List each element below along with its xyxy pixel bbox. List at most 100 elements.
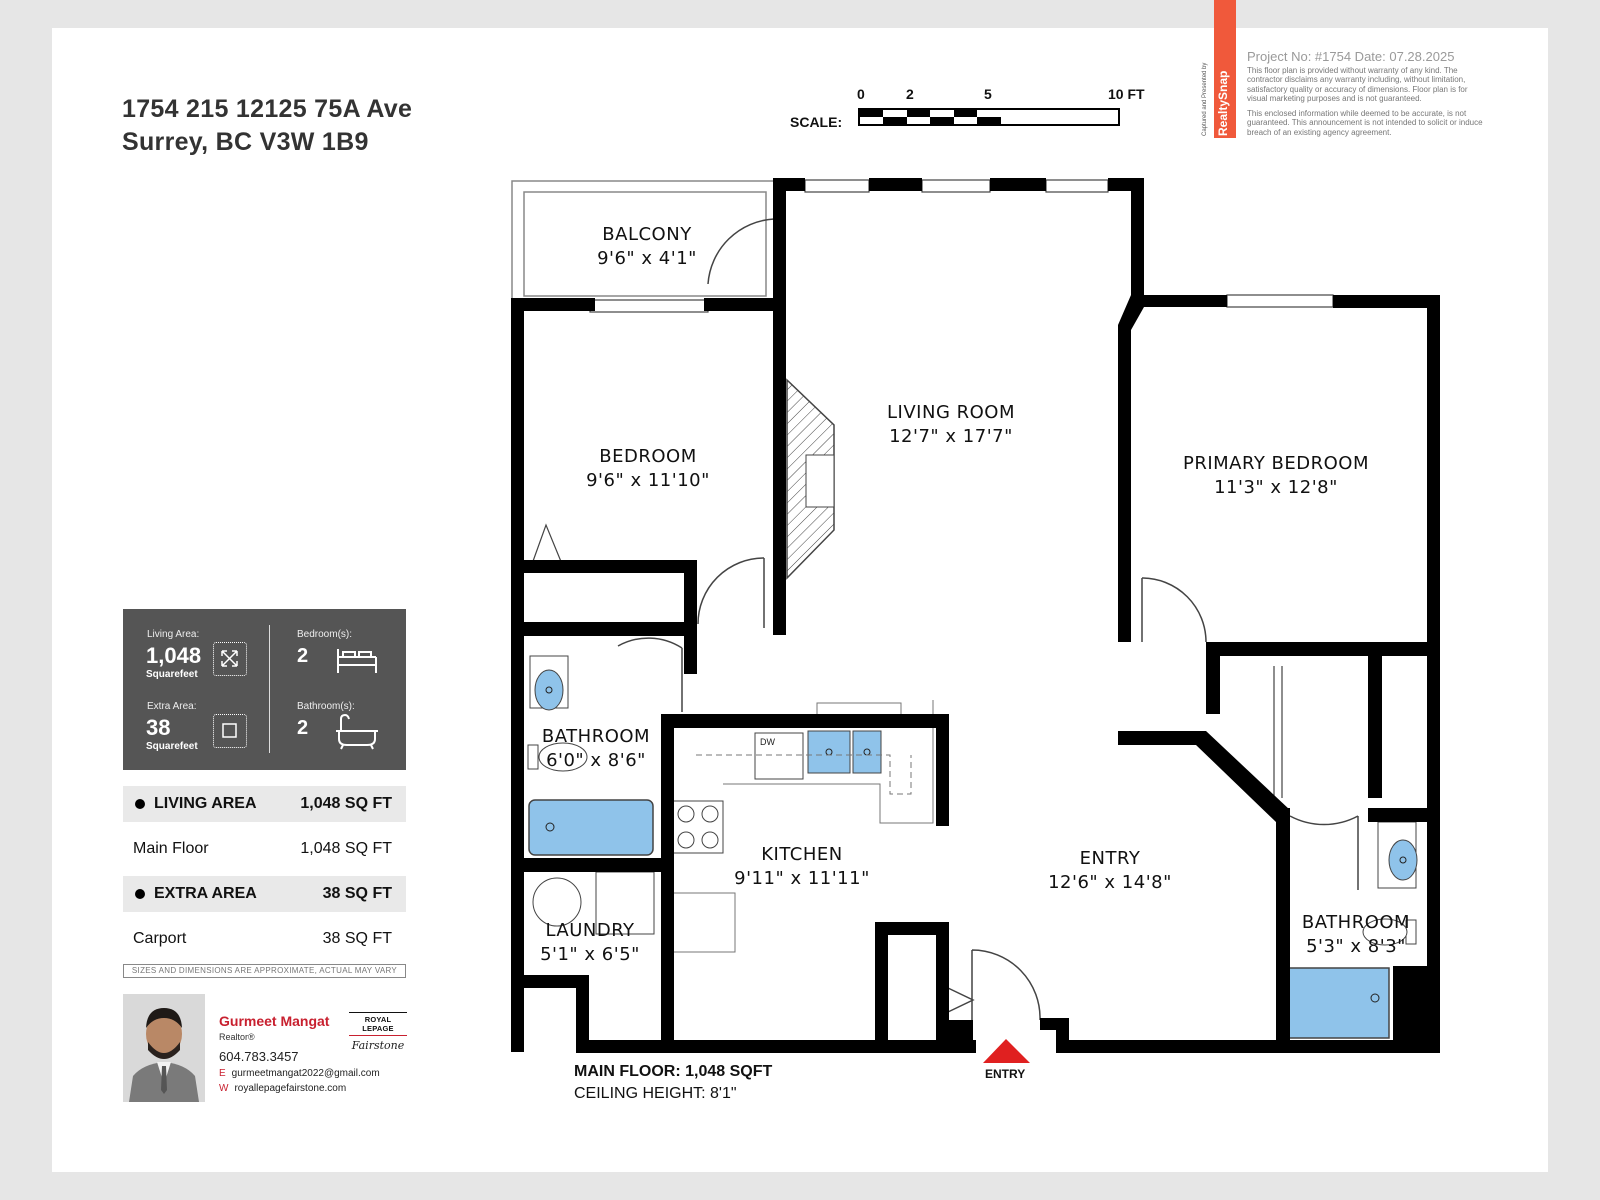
fireplace xyxy=(786,378,835,580)
living-area-total: 1,048 SQ FT xyxy=(300,795,392,812)
brokerage-office: Fairstone xyxy=(351,1039,405,1052)
scale-label: SCALE: xyxy=(790,114,843,130)
living-area-value: 1,048 xyxy=(146,643,202,668)
main-floor-summary: MAIN FLOOR: 1,048 SQFT xyxy=(574,1063,773,1080)
main-floor-row: Main Floor 1,048 SQ FT xyxy=(123,822,406,876)
disclaimer-text-1: This floor plan is provided without warr… xyxy=(1247,65,1468,104)
dishwasher-label: DW xyxy=(760,737,775,747)
stats-divider xyxy=(269,625,270,753)
walls xyxy=(511,178,1440,1053)
room-bedroom-dims: 9'6" x 11'10" xyxy=(586,470,710,491)
brokerage-logo: ROYAL LEPAGE Fairstone xyxy=(349,1012,407,1054)
windows xyxy=(589,179,1334,313)
email-prefix: E xyxy=(219,1068,226,1079)
room-balcony-name: BALCONY xyxy=(602,224,692,245)
scale-checker-bar xyxy=(858,108,1120,126)
scale-tick-5: 5 xyxy=(984,86,992,102)
toilet-right xyxy=(1362,918,1417,946)
bedrooms-value: 2 xyxy=(297,645,309,667)
extra-area-total: 38 SQ FT xyxy=(322,885,392,902)
living-area-label: Living Area: xyxy=(147,629,200,640)
room-living-name: LIVING ROOM xyxy=(887,402,1015,423)
entry-label: ENTRY xyxy=(985,1067,1026,1081)
living-area-unit: Squarefeet xyxy=(146,669,198,680)
scale-tick-10: 10 FT xyxy=(1108,86,1145,102)
bathtub-left xyxy=(528,799,654,856)
extra-area-row: EXTRA AREA 38 SQ FT xyxy=(123,876,406,912)
living-area-heading: LIVING AREA xyxy=(154,795,257,812)
main-floor-label: Main Floor xyxy=(133,840,209,857)
sink-right xyxy=(1377,821,1418,889)
extra-area-value: 38 xyxy=(146,715,171,740)
stats-panel: Living Area: 1,048 Squarefeet Extra Area… xyxy=(123,609,406,770)
agent-email[interactable]: gurmeetmangat2022@gmail.com xyxy=(231,1068,380,1079)
room-primary-name: PRIMARY BEDROOM xyxy=(1183,453,1369,474)
expand-icon xyxy=(213,642,247,676)
address-line-1: 1754 215 12125 75A Ave xyxy=(122,95,413,123)
web-prefix: W xyxy=(219,1083,229,1094)
room-bedroom-name: BEDROOM xyxy=(599,446,696,467)
sink-left xyxy=(529,655,569,711)
door-swings xyxy=(617,218,1359,1021)
bedrooms-label: Bedroom(s): xyxy=(297,629,353,640)
bullet-icon xyxy=(135,799,145,809)
carport-value: 38 SQ FT xyxy=(322,930,392,947)
project-line: Project No: #1754 Date: 07.28.2025 xyxy=(1247,49,1455,64)
room-laundry-name: LAUNDRY xyxy=(545,920,635,941)
living-area-row: LIVING AREA 1,048 SQ FT xyxy=(123,786,406,822)
bathtub-right xyxy=(1286,967,1390,1039)
bed-icon xyxy=(337,649,377,673)
agent-name: Gurmeet Mangat xyxy=(219,1013,330,1029)
bullet-icon xyxy=(135,889,145,899)
bathrooms-label: Bathroom(s): xyxy=(297,701,355,712)
room-primary-dims: 11'3" x 12'8" xyxy=(1214,477,1338,498)
kitchen-sink xyxy=(807,730,882,774)
bathrooms-value: 2 xyxy=(297,717,309,739)
address-line-2: Surrey, BC V3W 1B9 xyxy=(122,128,369,156)
room-kitchen-dims: 9'11" x 11'11" xyxy=(734,868,870,889)
extra-area-label: Extra Area: xyxy=(147,701,197,712)
dishwasher: DW xyxy=(754,732,804,780)
entry-arrow xyxy=(983,1039,1030,1063)
agent-role: Realtor® xyxy=(219,1032,255,1042)
realtysnap-brand: RealtySnap xyxy=(1216,71,1230,136)
disclaimer-block: Project No: #1754 Date: 07.28.2025 This … xyxy=(1247,49,1487,142)
room-bath2-dims: 5'3" x 8'3" xyxy=(1306,936,1406,957)
property-address: 1754 215 12125 75A Ave Surrey, BC V3W 1B… xyxy=(122,93,412,159)
agent-website[interactable]: royallepagefairstone.com xyxy=(234,1083,347,1094)
disclaimer-text-2: This enclosed information while deemed t… xyxy=(1247,108,1483,137)
agent-phone[interactable]: 604.783.3457 xyxy=(219,1049,299,1064)
realtysnap-caption: Captured and Presented by xyxy=(1202,63,1208,136)
scale-bar: SCALE: 0 2 5 10 FT xyxy=(790,84,1150,134)
main-floor-value: 1,048 SQ FT xyxy=(300,840,392,857)
room-entry-name: ENTRY xyxy=(1080,848,1141,869)
bathtub-icon xyxy=(336,713,378,750)
realtysnap-logo: Captured and Presented by RealtySnap xyxy=(1202,63,1230,136)
room-balcony-dims: 9'6" x 4'1" xyxy=(597,248,697,269)
room-laundry-dims: 5'1" x 6'5" xyxy=(540,944,640,965)
room-bath2-name: BATHROOM xyxy=(1302,912,1410,933)
room-kitchen-name: KITCHEN xyxy=(761,844,843,865)
extra-area-unit: Squarefeet xyxy=(146,741,198,752)
carport-row: Carport 38 SQ FT xyxy=(123,912,406,966)
scale-tick-0: 0 xyxy=(857,86,865,102)
room-bath1-name: BATHROOM xyxy=(542,726,650,747)
carport-label: Carport xyxy=(133,930,187,947)
area-icon xyxy=(213,714,247,748)
agent-photo xyxy=(123,994,205,1102)
brokerage-name: ROYAL LEPAGE xyxy=(349,1012,407,1036)
stove xyxy=(672,800,724,854)
scale-tick-2: 2 xyxy=(906,86,914,102)
room-entry-dims: 12'6" x 14'8" xyxy=(1048,872,1172,893)
extra-area-heading: EXTRA AREA xyxy=(154,885,257,902)
area-summary-table: LIVING AREA 1,048 SQ FT Main Floor 1,048… xyxy=(123,786,406,966)
toilet-left xyxy=(527,742,588,772)
brand-stripe xyxy=(1214,0,1236,138)
room-bath1-dims: 6'0" x 8'6" xyxy=(546,750,646,771)
dimensions-footnote: SIZES AND DIMENSIONS ARE APPROXIMATE, AC… xyxy=(123,964,406,978)
ceiling-height: CEILING HEIGHT: 8'1" xyxy=(574,1085,737,1102)
room-living-dims: 12'7" x 17'7" xyxy=(889,426,1013,447)
